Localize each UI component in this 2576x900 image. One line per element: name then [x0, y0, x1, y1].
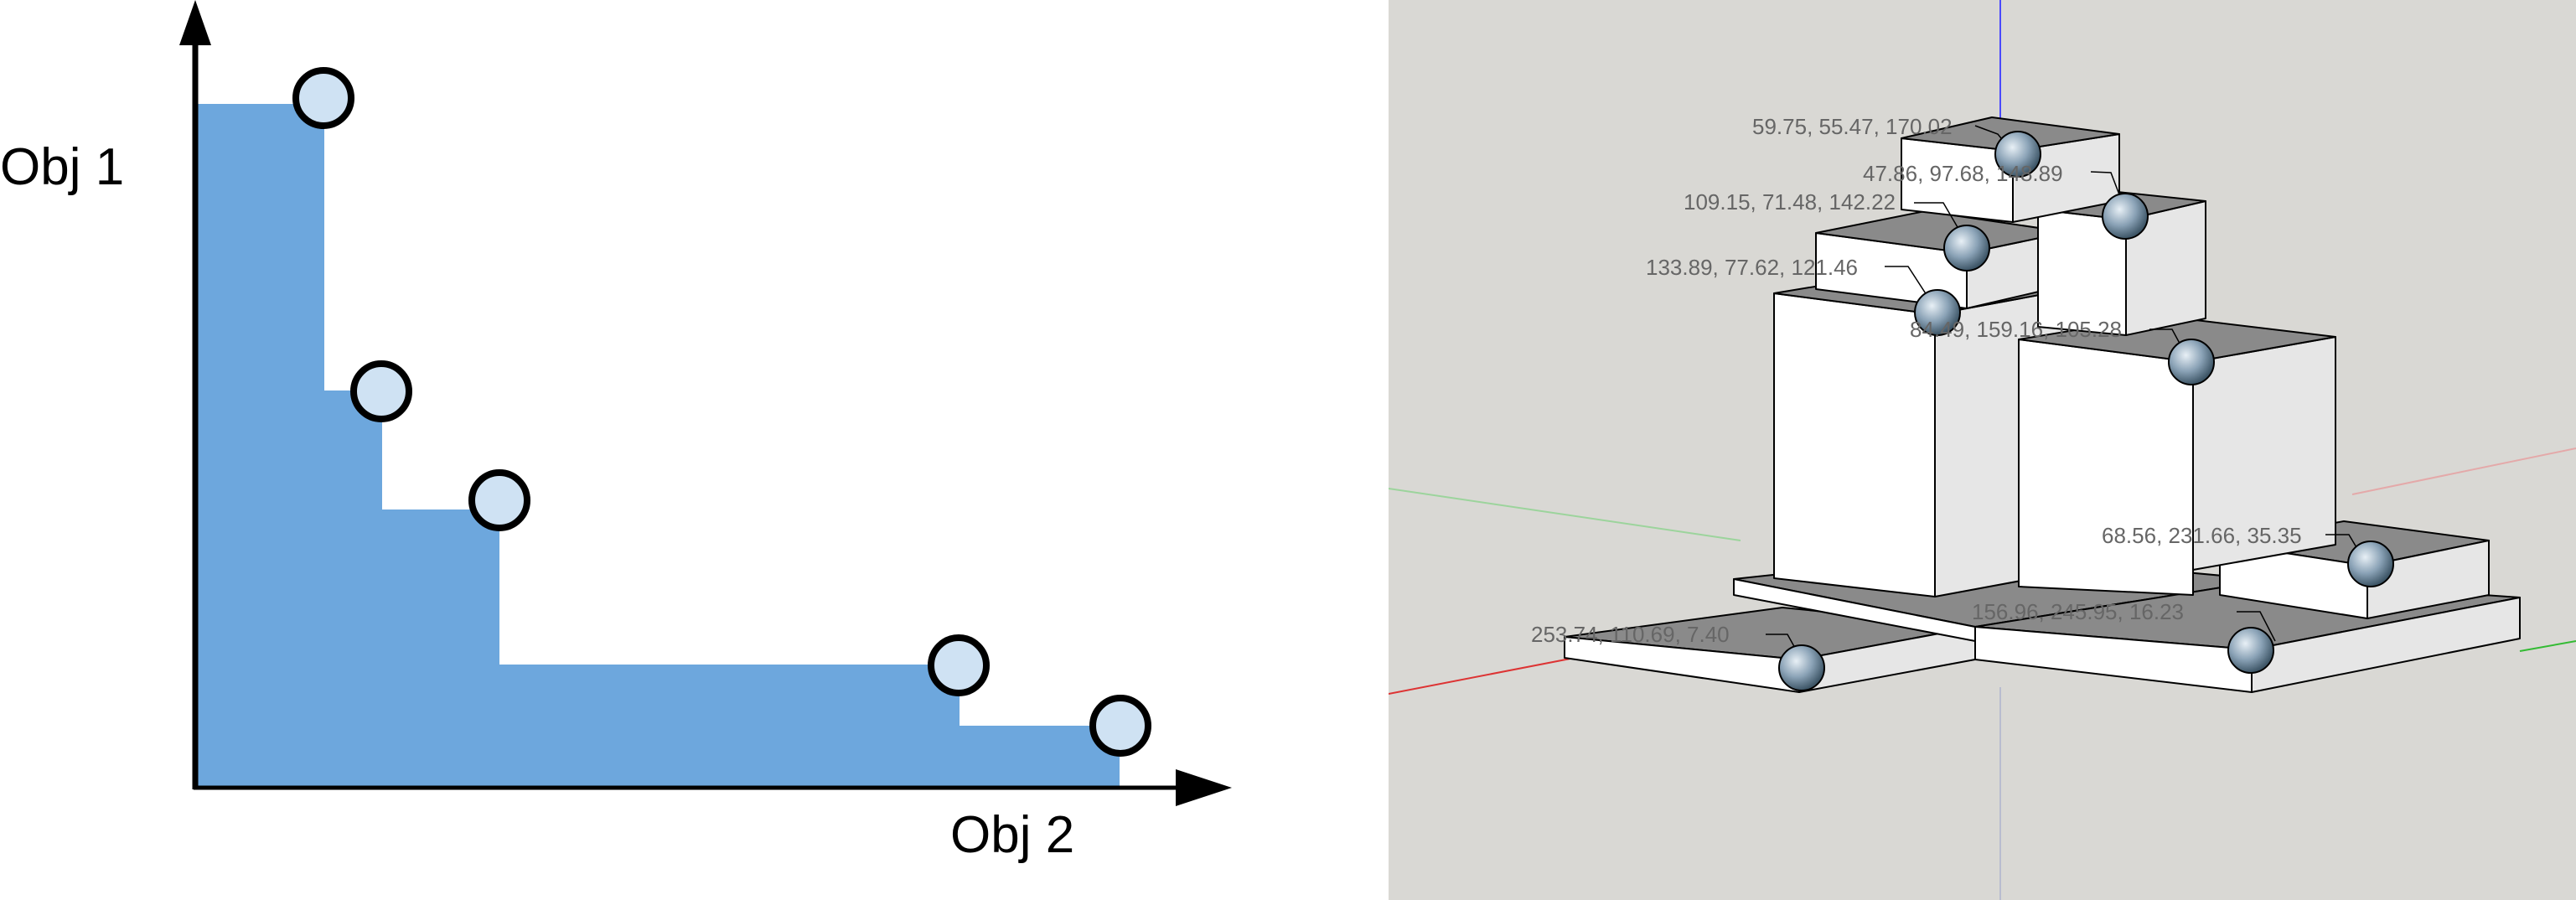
solution-sphere — [1778, 644, 1825, 691]
solution-sphere — [2168, 339, 2215, 385]
pareto-point — [468, 469, 530, 531]
plot-2d-svg: Obj 1 Obj 2 — [0, 0, 1232, 864]
solution-sphere — [1943, 225, 1990, 272]
solution-sphere — [2102, 193, 2149, 240]
leader-line — [2237, 611, 2276, 642]
point-label: 68.56, 231.66, 35.35 — [2102, 523, 2302, 548]
y-axis-arrowhead — [179, 0, 211, 45]
point-label: 253.74, 110.69, 7.40 — [1531, 622, 1730, 647]
green-axis — [1389, 488, 1741, 541]
y-axis-label: Obj 1 — [0, 138, 124, 196]
point-label: 133.89, 77.62, 121.46 — [1646, 255, 1858, 280]
pareto-point — [1089, 695, 1151, 757]
point-label: 47.86, 97.68, 148.89 — [1863, 161, 2063, 186]
dominated-region — [195, 104, 1120, 788]
slab-c-right — [2251, 597, 2521, 693]
solution-sphere — [1994, 131, 2041, 178]
pareto-point — [350, 360, 412, 422]
solution-sphere — [1914, 289, 1961, 336]
red-axis-hidden — [2351, 447, 2576, 495]
tall-block-right-front — [2018, 339, 2194, 596]
point-label: 84.49, 159.16, 105.28 — [1910, 317, 2122, 342]
hypervolume-3d-view: 59.75, 55.47, 170.02 47.86, 97.68, 148.8… — [1389, 0, 2576, 900]
step-right-side — [2367, 540, 2490, 619]
x-axis-arrowhead — [1176, 769, 1232, 806]
solution-sphere — [2347, 541, 2394, 587]
point-label: 59.75, 55.47, 170.02 — [1752, 114, 1953, 139]
red-axis — [1389, 657, 1575, 695]
pareto-point — [928, 634, 990, 696]
x-axis-label: Obj 2 — [950, 806, 1074, 864]
view-3d-svg: 59.75, 55.47, 170.02 47.86, 97.68, 148.8… — [1389, 0, 2576, 900]
point-label: 109.15, 71.48, 142.22 — [1684, 189, 1896, 215]
point-label: 156.96, 245.95, 16.23 — [1972, 599, 2184, 624]
green-axis-right — [2519, 640, 2576, 652]
hypervolume-2d-plot: Obj 1 Obj 2 — [0, 0, 1232, 864]
pareto-point — [292, 67, 354, 129]
solution-sphere — [2227, 627, 2274, 674]
